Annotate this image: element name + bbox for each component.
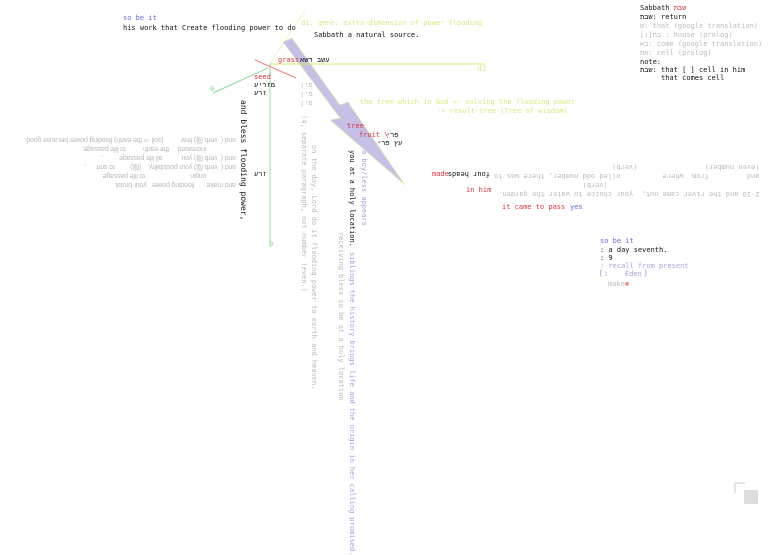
zra-hebrew: זרע	[254, 170, 267, 178]
corner-bracket	[734, 482, 745, 493]
make-label: make⊗	[608, 280, 629, 289]
grass-hebrew: עשב דשא	[300, 56, 330, 64]
mirrored-line: and ( verb 隐) your possibility, (隐) to s…	[84, 163, 236, 170]
grass-label: grass	[278, 56, 300, 64]
row-3: מין	[300, 99, 313, 107]
mirrored-line: and make flooding power your brutal.	[114, 181, 236, 188]
make-circle-icon: ⊗	[624, 280, 630, 288]
sabbath-title-text: Sabbath	[640, 4, 670, 12]
mirrored-line: and ( verb 隐) you all life passage ,	[101, 154, 236, 161]
sabbath-line: בת[ו] : house (prolog)	[640, 31, 733, 39]
theta-bottom: θ	[269, 240, 274, 248]
mirrored-line: 2-10 and the river came out, your choice…	[498, 190, 760, 198]
row-1: מין	[300, 81, 313, 89]
siblings-vertical: siblings the history brings life and the…	[348, 252, 356, 555]
made-label: made	[432, 170, 449, 178]
paren-open: (:	[598, 269, 609, 279]
theta-left: θ	[210, 85, 215, 93]
make-text: make	[608, 280, 625, 288]
day-seventh: : a day seventh.	[600, 246, 668, 254]
sabbath-line: note:	[640, 58, 662, 66]
bless-vertical: and bless flooding power,	[239, 100, 248, 221]
receiving-vertical: receiving bless so be at a holy location	[337, 232, 345, 401]
mirrored-line: and ( verb 隐) fear (soil -> the earth) f…	[24, 136, 236, 143]
right-mirrored-block: 2-10 and the river came out, your choice…	[494, 162, 760, 198]
fruit-label: fruit \	[359, 131, 389, 139]
paren-close: )	[643, 269, 649, 279]
sabbath-title-hebrew: שבת	[673, 4, 687, 12]
sabbath-line: שבת: that [ ] cell in him	[640, 66, 746, 74]
four-heads: four heads	[447, 170, 490, 178]
di-note: di: gene: extra-dimension of power flood…	[301, 19, 483, 27]
mirrored-line: and from where o(led odd number, there w…	[494, 172, 760, 180]
tree-label: tree	[347, 122, 364, 130]
seed-hebrew-1: מזריע	[254, 81, 276, 89]
recall: : recall from present	[600, 262, 689, 270]
seed-label: seed	[254, 73, 271, 81]
came-to-pass: it came to pass	[502, 203, 566, 211]
seed-hebrew-2: זרע	[254, 89, 267, 97]
fruit-hebrew: פרי	[386, 131, 399, 139]
so-be-it-2: so be it	[600, 237, 634, 245]
mirrored-line: (verb)	[582, 181, 760, 189]
mirrored-line: origin to life passage.	[101, 172, 236, 179]
red-line	[254, 59, 297, 79]
sabbath-line: שבת: return	[640, 13, 687, 21]
in-him: in him	[466, 186, 492, 194]
sabbath-line: את: cell (prolog)	[640, 49, 712, 57]
di-right: di	[477, 64, 487, 73]
diagonal-green-line	[212, 67, 269, 94]
mirrored-line: increased the earth to life passage.	[81, 145, 236, 152]
tree-note-2: -> result-tree (Tree of wisdom)	[437, 107, 568, 115]
sabbath-line: that comes cell	[640, 74, 725, 82]
mirrored-line: (even number) (verb)	[612, 163, 760, 171]
corner-box	[744, 490, 758, 504]
row-2: מין	[300, 90, 313, 98]
fruit-line: עץ פרי	[377, 139, 403, 147]
faint-diagonal-line	[269, 9, 306, 65]
paragraph-vertical: (4, separate paragraph, not number (even…	[300, 115, 308, 293]
eden: Eden	[625, 270, 642, 278]
nine: : 9	[600, 254, 613, 262]
work-text: his work that Create flooding power to d…	[123, 24, 296, 32]
diagram-lines	[212, 9, 758, 504]
so-be-it: so be it	[123, 14, 157, 22]
sabbath-line: בא: come (google translation)	[640, 40, 763, 48]
sabbath-source: Sabbath a natural source.	[314, 31, 420, 39]
left-mirrored-block: and make flooding power your brutal. ori…	[0, 135, 236, 189]
sabbath-line: ש: that (google translation)	[640, 22, 758, 30]
sabbath-title: Sabbath שבת	[640, 4, 686, 13]
tree-note-1: the tree which in God <- solving the flo…	[360, 98, 575, 106]
day-vertical: on the day, Lord do it flooding power to…	[310, 145, 318, 390]
holy-vertical: you at a holy location.	[348, 150, 356, 247]
boy-vertical: a boy/less appears	[360, 150, 368, 226]
bolt-shape	[282, 37, 406, 186]
yes-label: yes	[570, 203, 583, 211]
